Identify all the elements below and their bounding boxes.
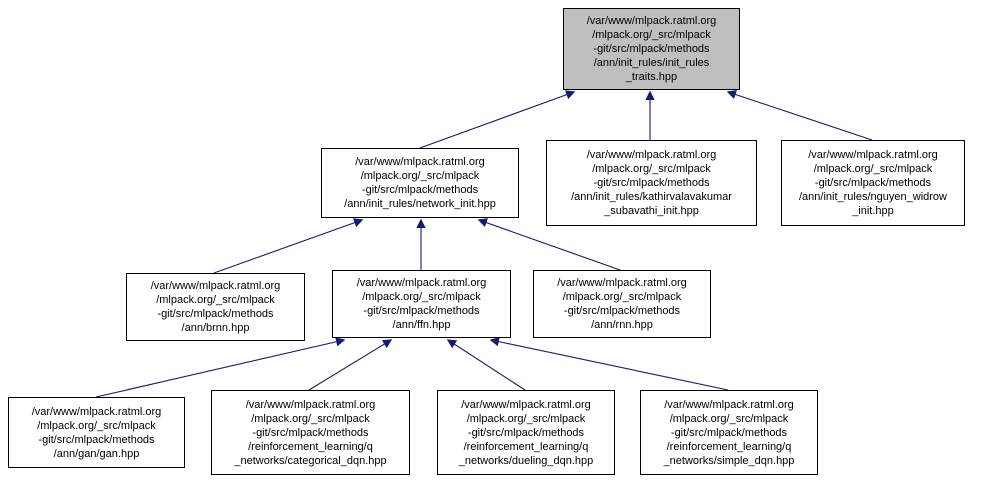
node-rnn[interactable]: /var/www/mlpack.ratml.org /mlpack.org/_s… [533,270,711,338]
edge-gan-to-ffn [95,337,346,398]
node-nguyen-widrow-init[interactable]: /var/www/mlpack.ratml.org /mlpack.org/_s… [781,140,965,226]
edge-nguyen-widrow-to-traits [726,90,873,141]
edge-dueling-dqn-to-ffn [446,339,526,391]
node-dueling-dqn[interactable]: /var/www/mlpack.ratml.org /mlpack.org/_s… [437,390,615,475]
node-kathirvalavakumar-subavathi-init[interactable]: /var/www/mlpack.ratml.org /mlpack.org/_s… [546,140,757,226]
node-init-rules-traits[interactable]: /var/www/mlpack.ratml.org /mlpack.org/_s… [563,8,740,90]
edge-rnn-to-network-init [477,218,621,271]
edge-categorical-dqn-to-ffn [308,339,393,391]
node-simple-dqn[interactable]: /var/www/mlpack.ratml.org /mlpack.org/_s… [640,390,818,475]
node-brnn[interactable]: /var/www/mlpack.ratml.org /mlpack.org/_s… [126,273,305,341]
node-categorical-dqn[interactable]: /var/www/mlpack.ratml.org /mlpack.org/_s… [211,390,410,475]
node-gan[interactable]: /var/www/mlpack.ratml.org /mlpack.org/_s… [8,397,185,468]
edge-simple-dqn-to-ffn [489,337,729,391]
node-network-init[interactable]: /var/www/mlpack.ratml.org /mlpack.org/_s… [321,148,519,218]
edge-brnn-to-network-init [213,218,364,274]
node-ffn[interactable]: /var/www/mlpack.ratml.org /mlpack.org/_s… [332,270,511,338]
